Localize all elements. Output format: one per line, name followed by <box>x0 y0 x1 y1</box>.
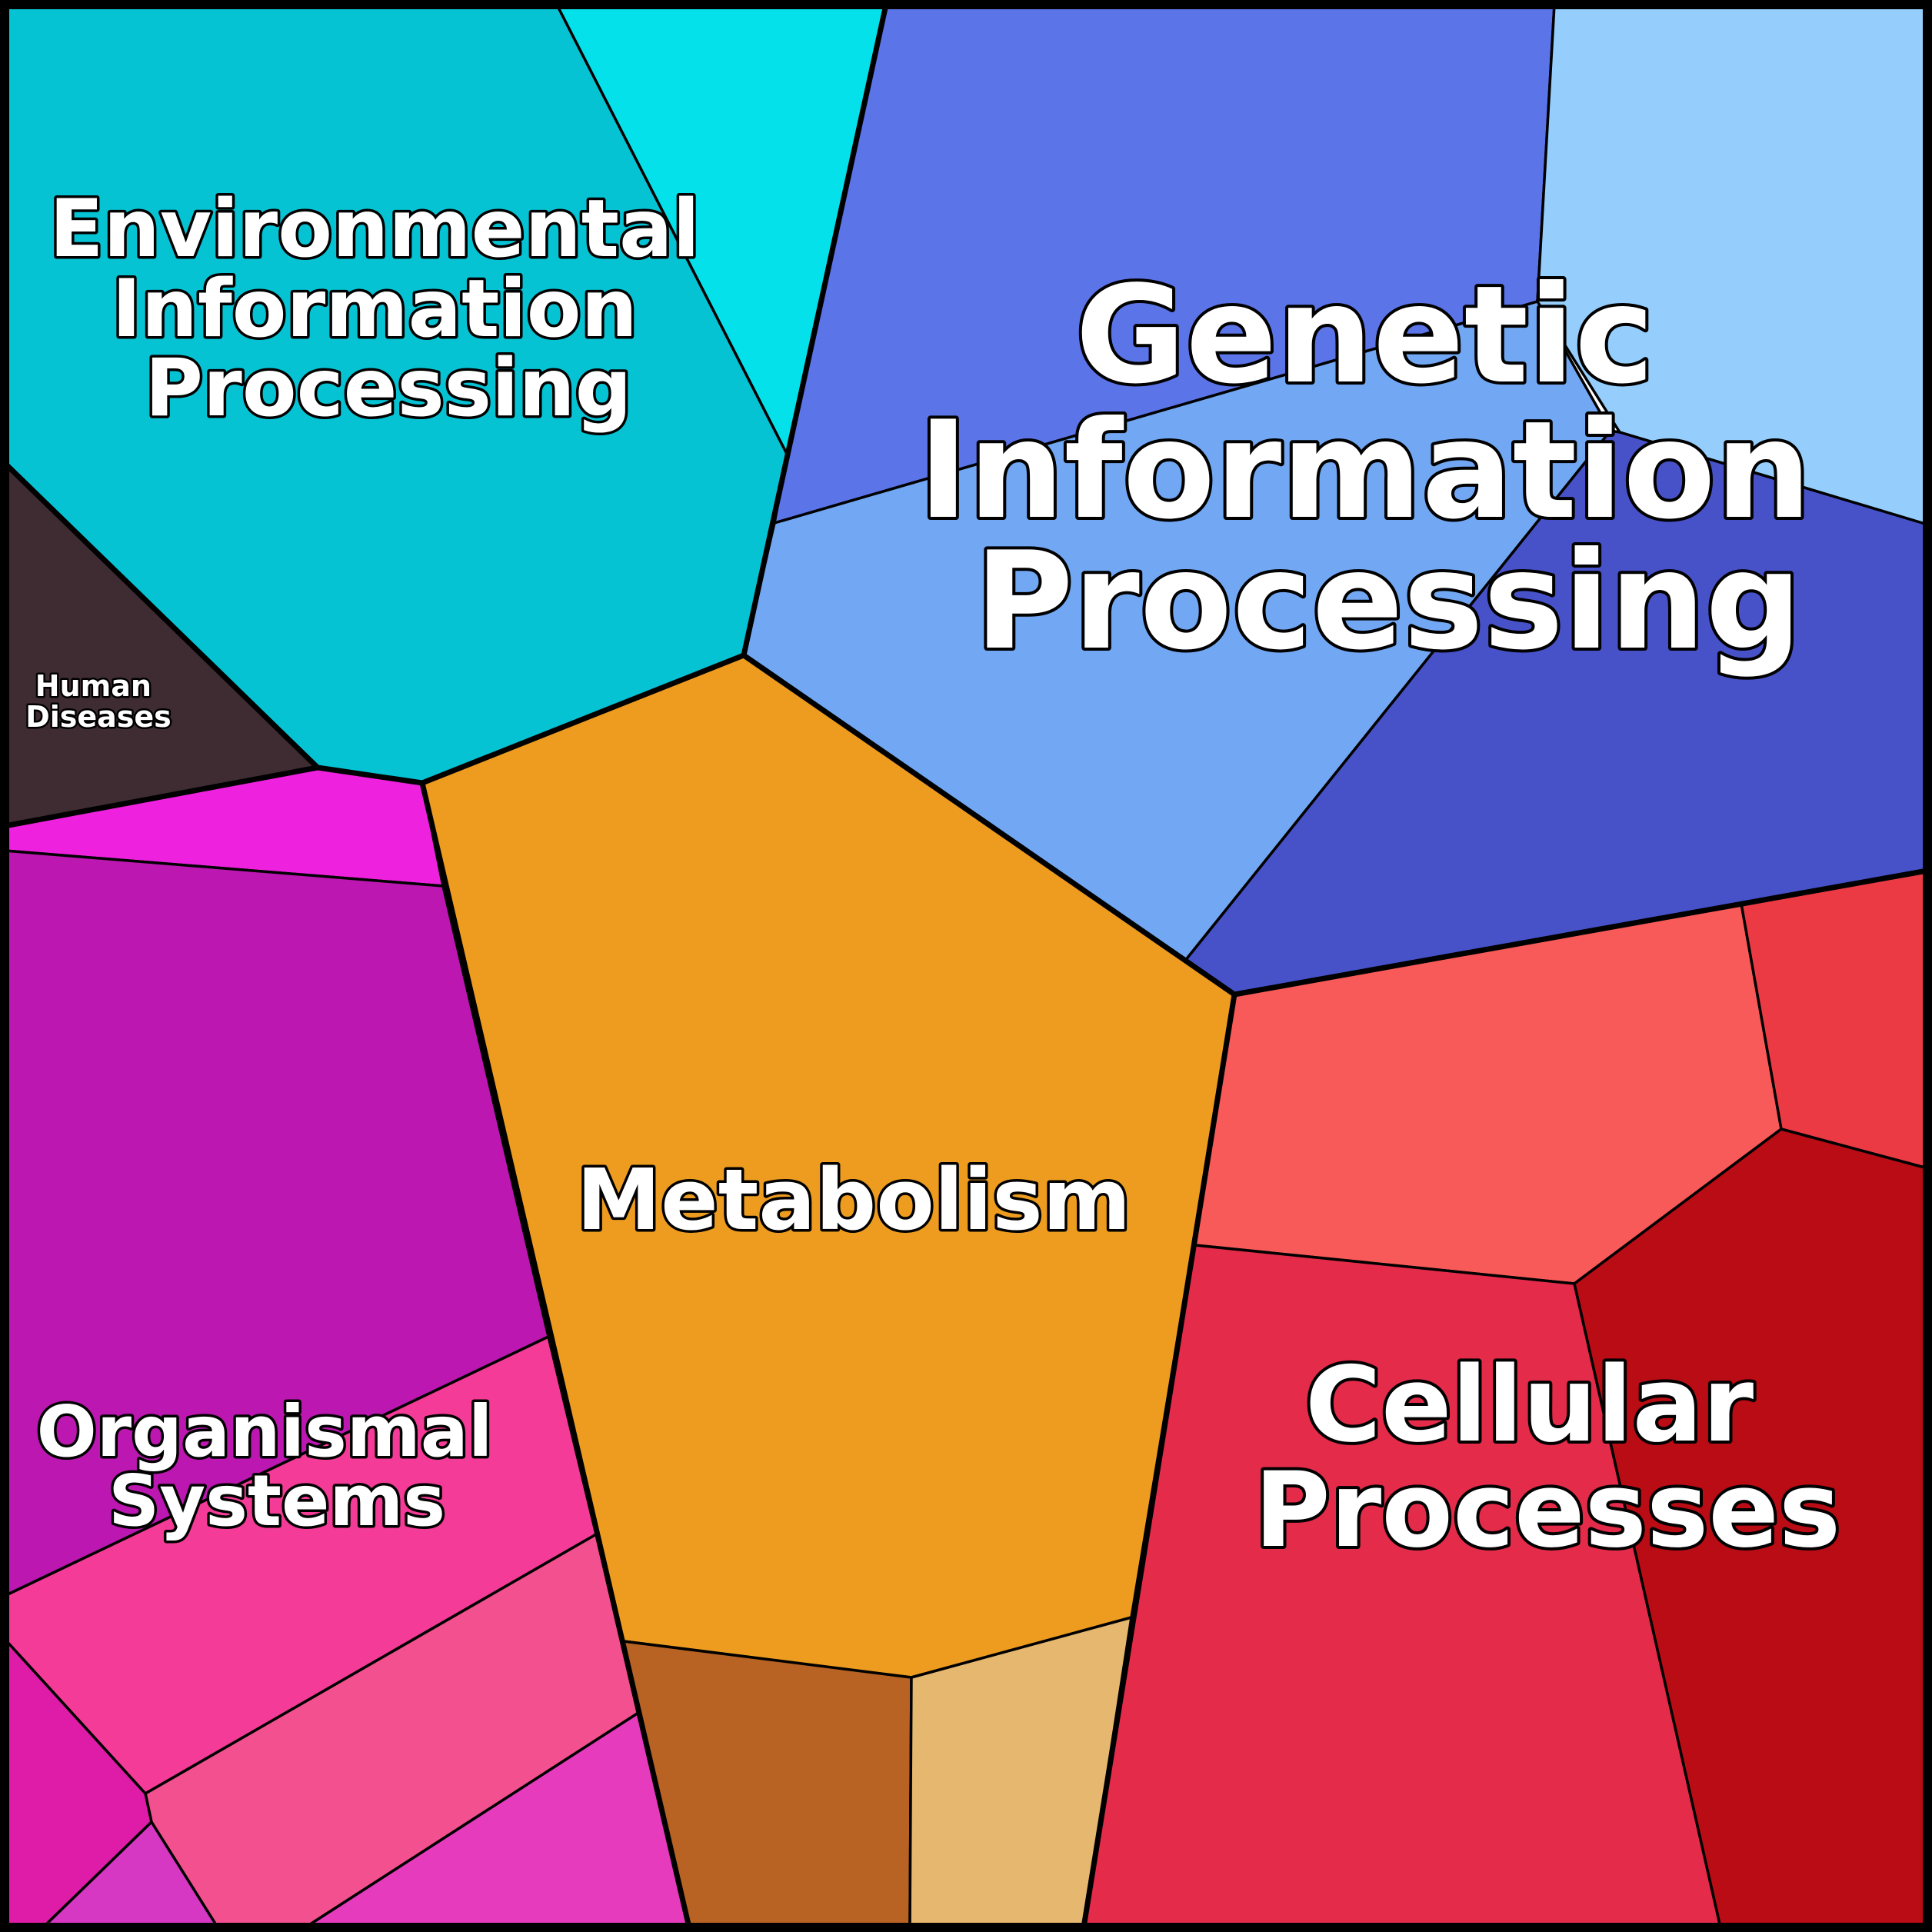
label-organismal: Organismal Systems <box>37 1391 518 1542</box>
label-organismal-line-1: Organismal <box>37 1391 493 1473</box>
boundary-metabolism-organismal <box>419 782 692 1928</box>
label-organismal-line-2: Systems <box>108 1460 445 1542</box>
label-genetic-line-1: Genetic <box>1075 258 1654 414</box>
label-cellular-line-2: Processes <box>1254 1450 1840 1571</box>
label-environmental-line-1: Environmental <box>49 183 700 275</box>
category-boundaries <box>2 4 1928 1928</box>
label-metabolism-line-1: Metabolism <box>577 1151 1131 1249</box>
label-metabolism: Metabolism <box>577 1151 1131 1249</box>
label-cellular: Cellular Processes <box>1254 1344 1840 1571</box>
boundary-genetic-cellular <box>1234 868 1928 998</box>
label-human-line-2: Diseases <box>25 700 172 734</box>
boundary-environmental-genetic <box>741 4 889 656</box>
boundary-metabolism <box>421 652 1237 1928</box>
label-environmental-line-3: Processing <box>145 342 632 435</box>
label-genetic-line-3: Processing <box>974 524 1801 680</box>
label-human-diseases: Human Diseases <box>25 669 172 734</box>
label-environmental: Environmental Information Processing <box>49 183 727 435</box>
label-human-line-1: Human <box>35 669 152 703</box>
label-genetic: Genetic Information Processing <box>918 258 1858 680</box>
boundary-human-diseases <box>2 461 320 770</box>
label-genetic-line-2: Information <box>918 393 1811 549</box>
label-cellular-line-1: Cellular <box>1305 1344 1754 1465</box>
label-environmental-line-2: Information <box>112 263 637 355</box>
